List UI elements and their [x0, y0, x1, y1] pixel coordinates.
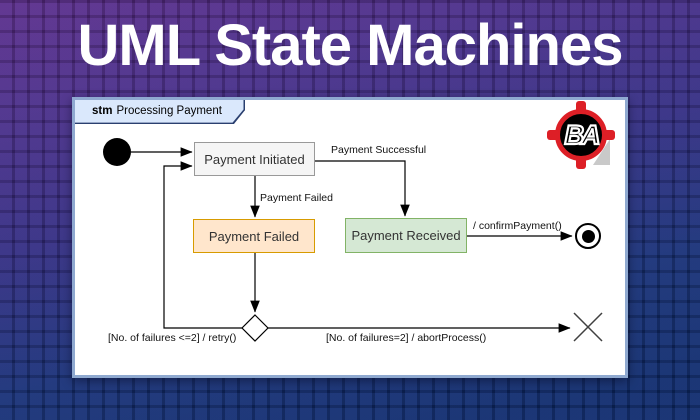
diagram-canvas: stm Processing Payment Payment Initiated [72, 97, 628, 378]
frame-tab: stm Processing Payment [75, 100, 245, 124]
state-payment-failed: Payment Failed [193, 219, 315, 253]
state-payment-received: Payment Received [345, 218, 467, 253]
frame-keyword: stm [92, 105, 113, 118]
transition-arrows [131, 147, 603, 342]
terminate-x-icon [573, 312, 603, 342]
state-payment-initiated: Payment Initiated [194, 142, 315, 176]
choice-diamond [241, 314, 269, 342]
final-state [575, 223, 601, 249]
frame-tab-label: stm Processing Payment [75, 100, 244, 123]
state-label: Payment Failed [208, 228, 300, 244]
final-state-dot [581, 229, 595, 243]
label-abort-guard: [No. of failures=2] / abortProcess() [326, 332, 487, 344]
label-confirm-payment: / confirmPayment() [473, 220, 562, 232]
label-retry-guard: [No. of failures <=2] / retry() [108, 332, 237, 344]
logo-text: BA [563, 118, 601, 150]
label-payment-failed: Payment Failed [260, 192, 333, 204]
logo-tick-top [576, 101, 586, 113]
logo-tick-right [603, 130, 615, 140]
page-title: UML State Machines [77, 13, 624, 78]
state-label: Payment Received [351, 228, 461, 243]
ba-logo: BA [547, 101, 615, 169]
logo-crosshair-ring: BA [555, 109, 607, 161]
frame-name: Processing Payment [116, 105, 222, 118]
logo-tick-bottom [576, 157, 586, 169]
label-payment-successful: Payment Successful [331, 144, 427, 156]
arrow-retry-loop [163, 161, 242, 329]
arrow-initiated-to-received [315, 160, 410, 217]
logo-tick-left [547, 130, 559, 140]
state-label: Payment Initiated [204, 151, 305, 167]
initial-state-dot [103, 138, 131, 166]
